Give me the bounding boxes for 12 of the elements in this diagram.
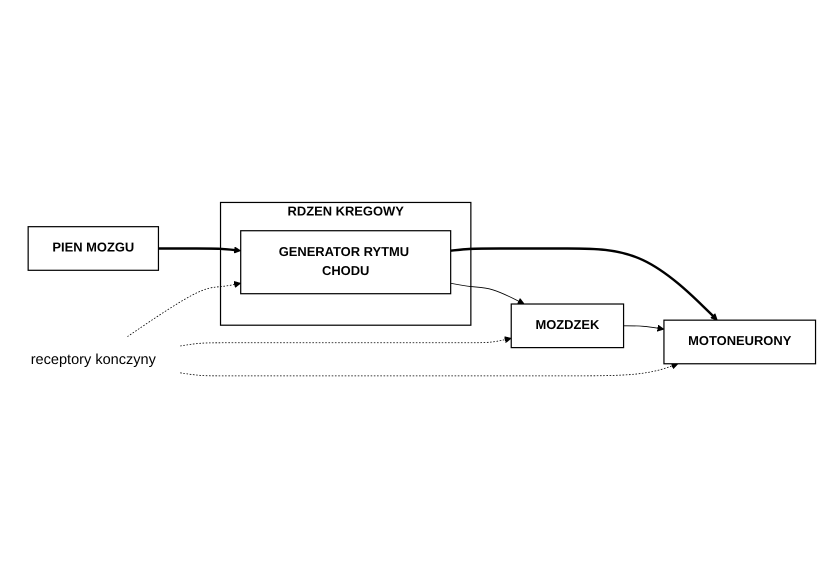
node-box: PIEN MOZGU bbox=[28, 226, 160, 272]
arrow bbox=[450, 248, 718, 321]
arrow bbox=[180, 336, 512, 347]
arrow bbox=[450, 283, 525, 305]
arrow bbox=[158, 246, 242, 254]
arrow bbox=[126, 281, 242, 338]
arrow bbox=[180, 362, 678, 377]
node-box: MOZDZEK bbox=[510, 304, 624, 349]
node-box: MOTONEURONY bbox=[663, 320, 816, 365]
arrow bbox=[623, 325, 664, 332]
node-box: GENERATOR RYTMU CHODU bbox=[240, 230, 452, 295]
node-text: receptory konczyny bbox=[30, 352, 156, 368]
